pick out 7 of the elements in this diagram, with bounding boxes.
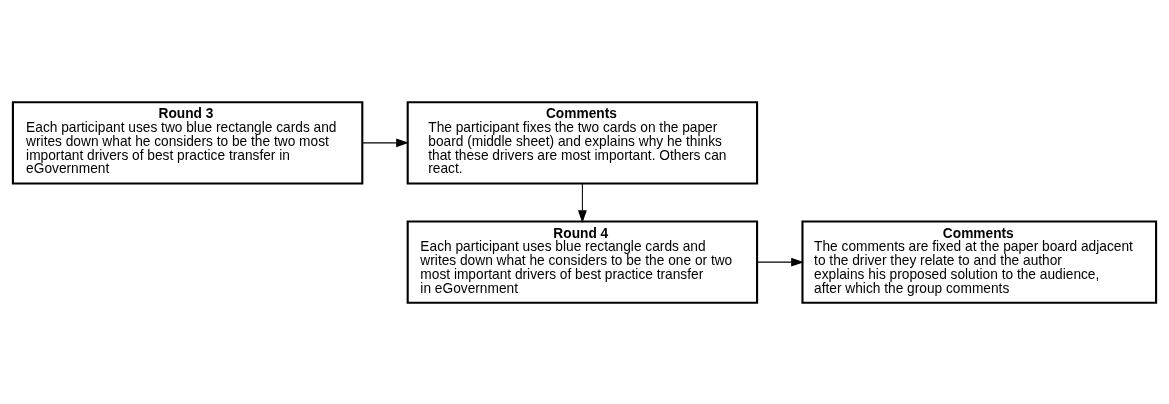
arrow <box>577 182 587 223</box>
node-box: Comments The participant fixes the two cards on the paper board (middle sheet) and explains why he thinks that these drivers are most important. Others can react. <box>406 100 759 185</box>
arrow <box>756 257 804 267</box>
node-box: Comments The comments are fixed at the paper board adjacent to the driver they relate to and the author explains his proposed solution to the audience, after which the group comments <box>801 219 1158 304</box>
node-box: Round 3 Each participant uses two blue rectangle cards and writes down what he considers to be the two most important drivers of best practice transfer in eGovernment <box>11 100 364 185</box>
arrow <box>362 137 409 147</box>
node-box: Round 4 Each participant uses blue rectangle cards and writes down what he considers to be the one or two most important drivers of best practice transfer in eGovernment <box>406 219 759 304</box>
